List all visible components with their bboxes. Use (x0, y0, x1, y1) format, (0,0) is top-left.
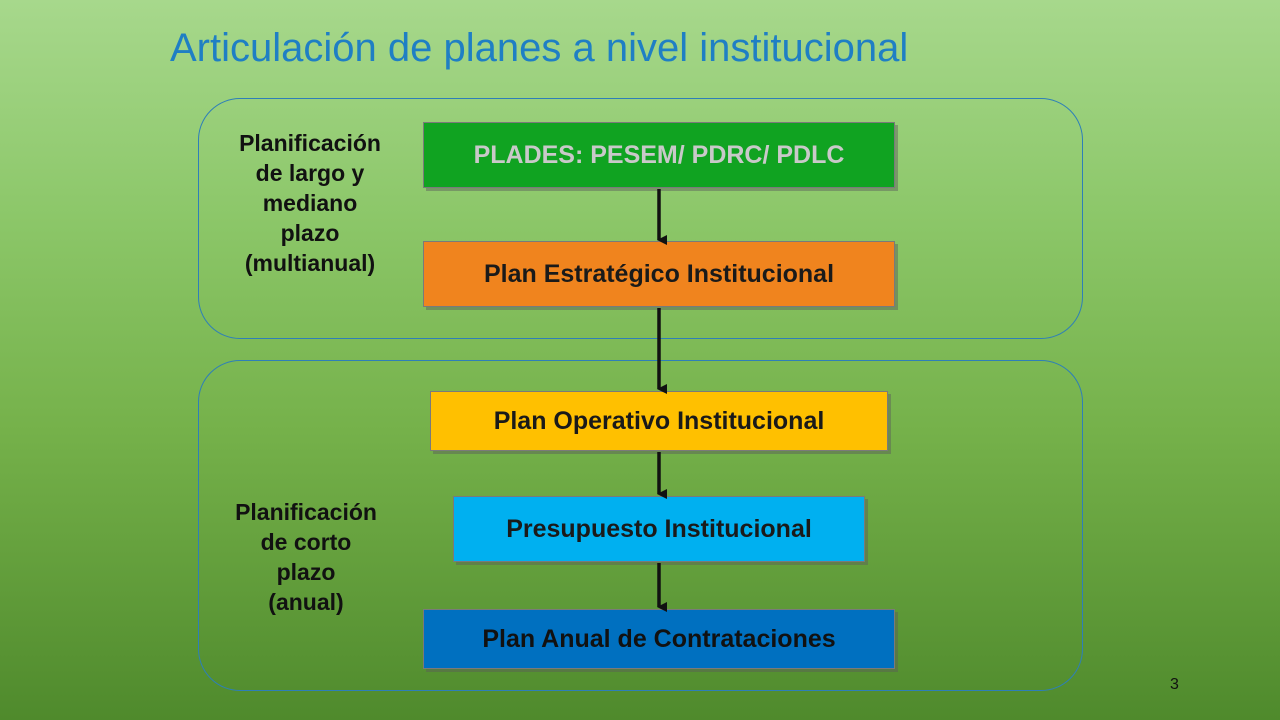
short-term-planning-label: Planificación de corto plazo (anual) (206, 497, 406, 617)
long-term-label-line-5: (multianual) (244, 250, 376, 276)
long-term-label-line-2: de largo y (255, 160, 365, 186)
long-term-planning-label: Planificación de largo y mediano plazo (… (210, 128, 410, 278)
plades-box: PLADES: PESEM/ PDRC/ PDLC (423, 122, 895, 188)
short-term-label-line-1: Planificación (235, 499, 377, 525)
plan-operativo-label: Plan Operativo Institucional (493, 406, 825, 435)
presupuesto-label: Presupuesto Institucional (506, 514, 812, 543)
short-term-planning-group (198, 360, 1083, 691)
plades-label: PLADES: PESEM/ PDRC/ PDLC (473, 140, 845, 169)
short-term-label-line-3: plazo (276, 559, 336, 585)
long-term-label-line-3: mediano (262, 190, 358, 216)
long-term-planning-group (198, 98, 1083, 339)
short-term-label-line-4: (anual) (268, 589, 344, 615)
plan-anual-contrataciones-label: Plan Anual de Contrataciones (482, 624, 836, 653)
plan-anual-contrataciones-box: Plan Anual de Contrataciones (423, 609, 895, 669)
page-number: 3 (1170, 676, 1179, 693)
long-term-label-line-1: Planificación (239, 130, 381, 156)
plan-estrategico-box: Plan Estratégico Institucional (423, 241, 895, 307)
slide-title: Articulación de planes a nivel instituci… (170, 26, 909, 70)
long-term-label-line-4: plazo (280, 220, 340, 246)
plan-estrategico-label: Plan Estratégico Institucional (483, 259, 835, 288)
presupuesto-box: Presupuesto Institucional (453, 496, 865, 562)
short-term-label-line-2: de corto (260, 529, 352, 555)
